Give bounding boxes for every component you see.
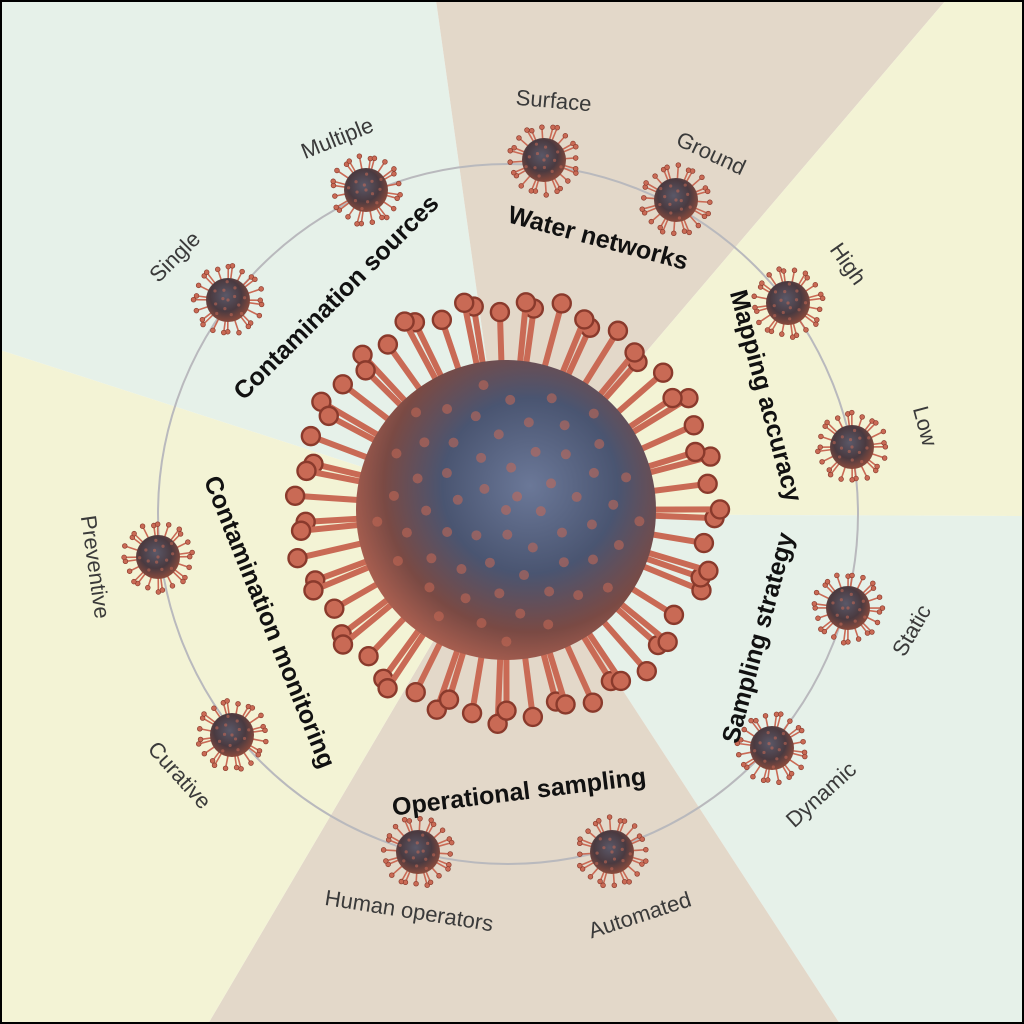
virus-node-static [811,572,886,646]
virus-node-dynamic [734,711,808,786]
virus-node-surface [507,124,579,198]
virus-node-single [190,263,265,336]
virus-node-automated [577,814,649,889]
virus-node-curative [196,698,269,772]
virus-node-low [815,409,889,483]
virus-node-multiple [330,153,403,227]
sector-mapping-accuracy [508,0,1024,516]
virus-node-high [751,266,826,340]
virus-node-human-operators [380,815,455,888]
virus-icon [284,292,731,735]
virus-node-ground [639,162,713,237]
sector-operational-sampling [208,514,840,1024]
virus-node-preventive [121,521,195,595]
connector-ring [157,163,859,865]
virus-nodes [121,124,889,889]
